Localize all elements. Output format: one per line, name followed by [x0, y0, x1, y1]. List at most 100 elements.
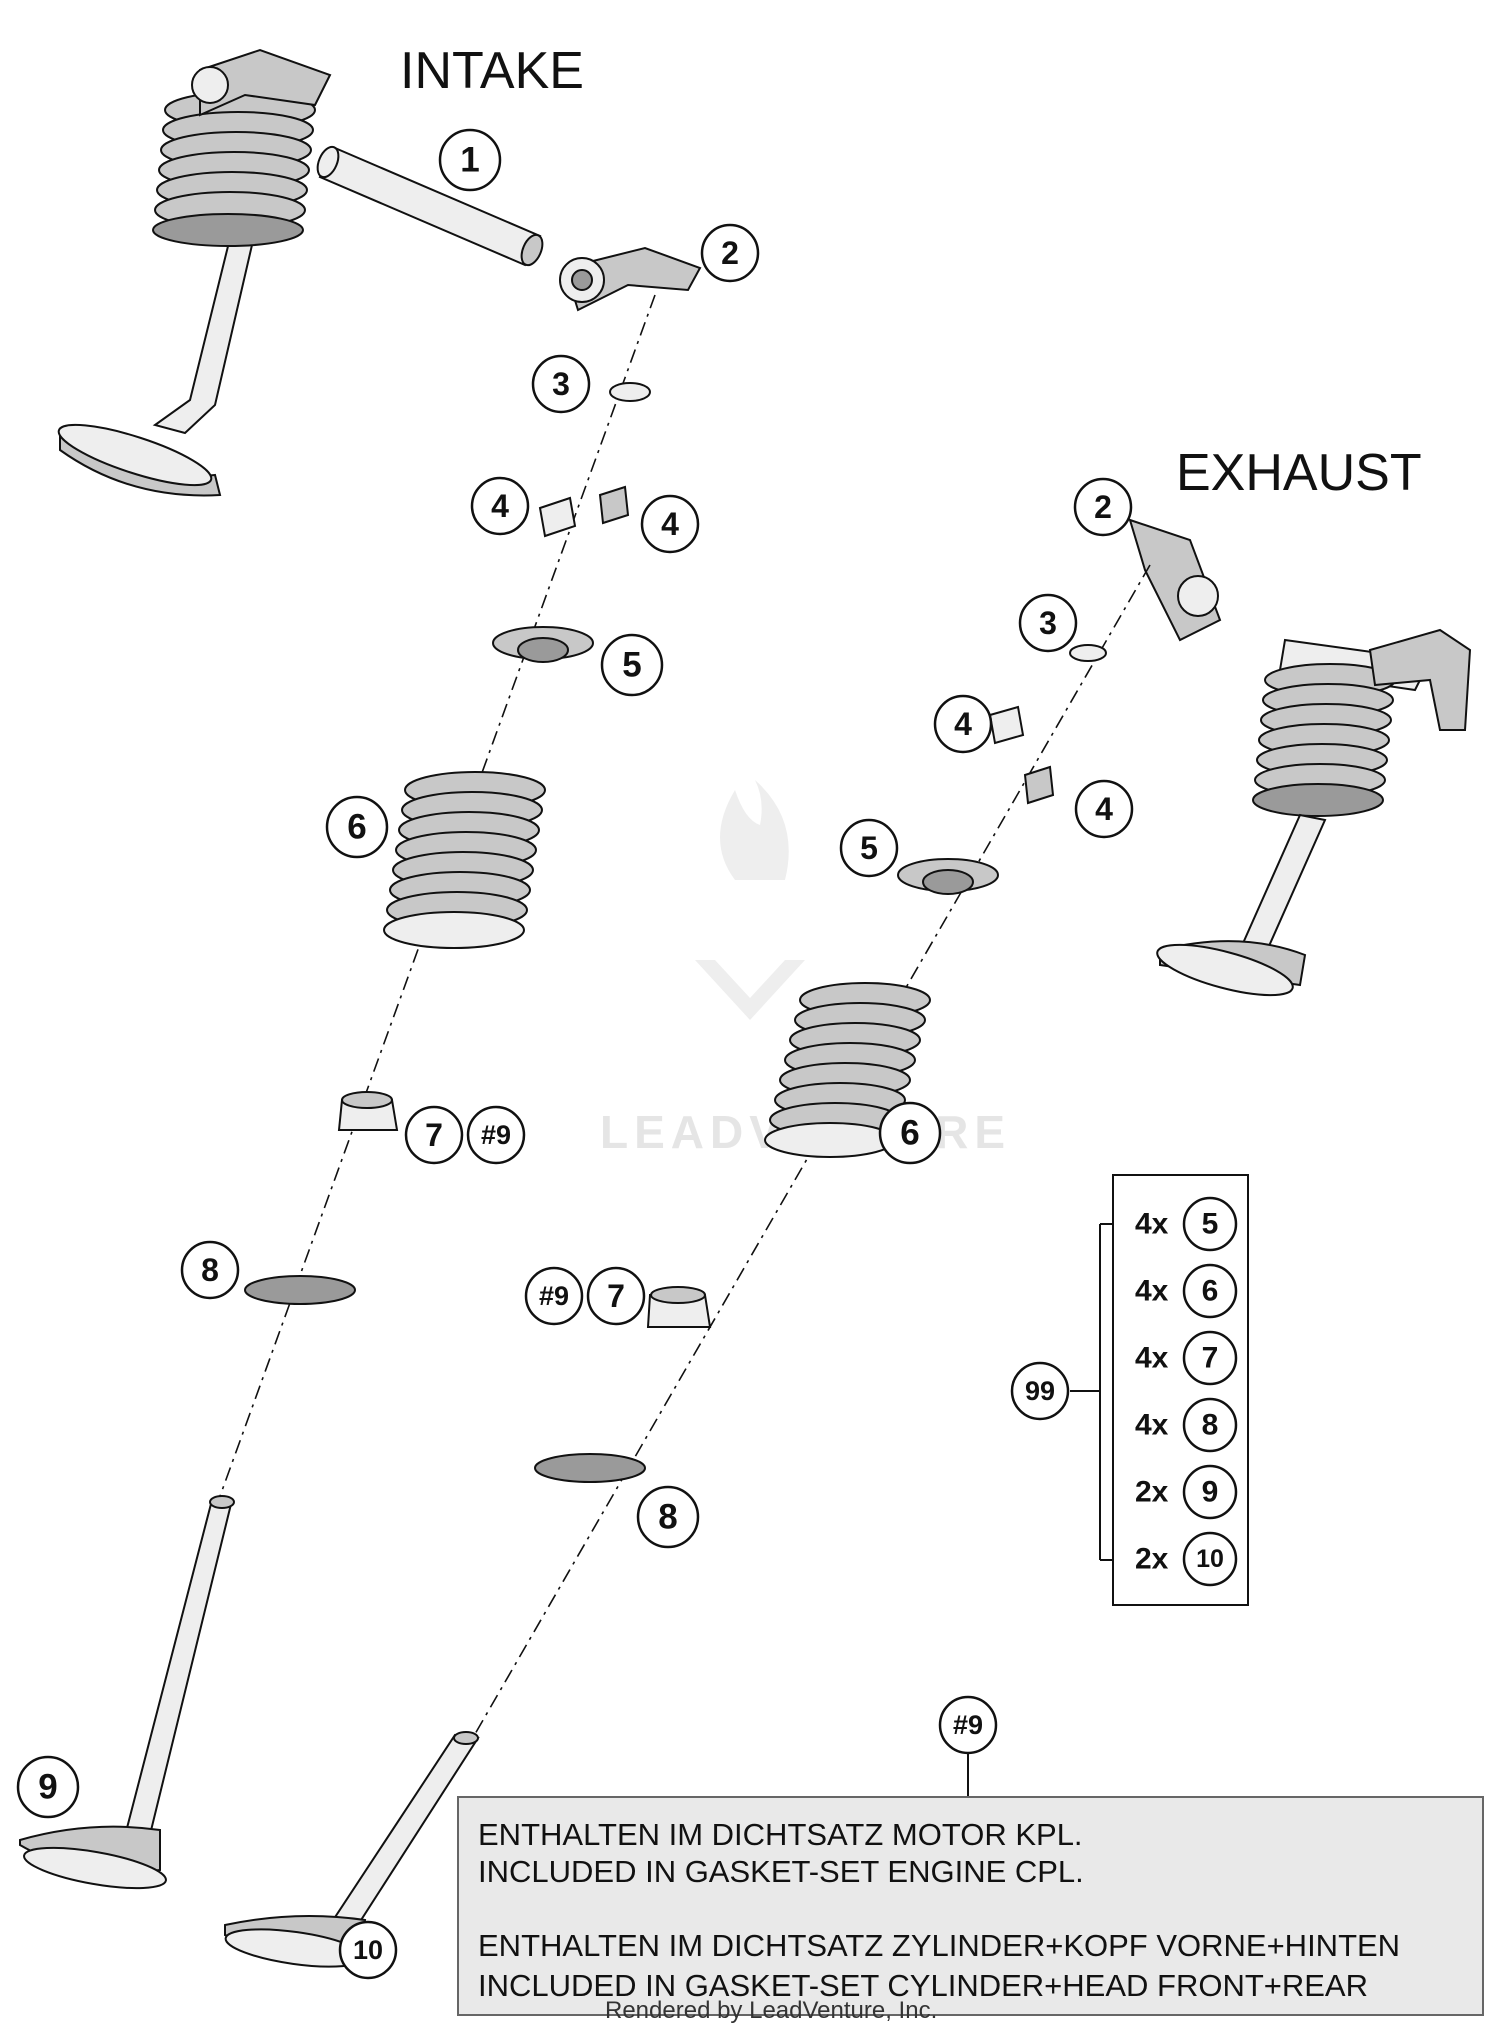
callout-i-8-circle: [180, 1240, 240, 1300]
callout-i-4a-label: 4: [491, 488, 509, 524]
callout-e-5: 5: [839, 818, 899, 878]
callout-i-8-label: 8: [201, 1252, 219, 1288]
callout-e-3-label: 3: [1039, 605, 1057, 641]
callout-i-8: 8: [180, 1240, 240, 1300]
kit-row-qty: 2x: [1135, 1476, 1169, 1509]
callout-i-9ref-label: #9: [481, 1120, 511, 1150]
callout-e-4b: 4: [1074, 779, 1134, 839]
callouts: 1 2 3 4 4 5 6 7 #9 8 9 2 3 4 4 5 6 #9 7 8 10 99 #9: [16, 128, 1134, 1980]
kit-row-part: 8: [1182, 1397, 1238, 1453]
callout-e-3: 3: [1018, 593, 1078, 653]
kit-row-part-circle: [1182, 1263, 1238, 1319]
note-box: [457, 1796, 1484, 2016]
callout-e-6-label: 6: [900, 1114, 919, 1153]
callout-i-2-label: 2: [721, 235, 739, 271]
credit-text: Rendered by LeadVenture, Inc.: [605, 1997, 937, 2023]
callout-i-6: 6: [325, 795, 389, 859]
intake-rocker-shaft: [318, 146, 542, 267]
callout-i-5-label: 5: [622, 646, 641, 685]
callout-e-9ref-circle: [524, 1266, 584, 1326]
callout-i-2-circle: [700, 223, 760, 283]
callout-i-2: 2: [700, 223, 760, 283]
intake-valve-keeper-left: [538, 496, 577, 538]
intake-assembly: [19, 48, 702, 1890]
intake-assembled-spring: [152, 91, 316, 247]
note-line-4: INCLUDED IN GASKET-SET CYLINDER+HEAD FRO…: [478, 1968, 1368, 2003]
callout-e-7-circle: [586, 1266, 646, 1326]
callout-i-9: 9: [16, 1755, 80, 1819]
callout-i-9-label: 9: [38, 1768, 57, 1807]
kit-row-part-circle: [1182, 1196, 1238, 1252]
kit-row-part-label: 5: [1202, 1208, 1219, 1241]
intake-shim: [609, 382, 651, 402]
note-line-3: ENTHALTEN IM DICHTSATZ ZYLINDER+KOPF VOR…: [478, 1928, 1400, 1963]
kit-row-qty: 4x: [1135, 1208, 1169, 1241]
callout-e-6-circle: [878, 1101, 942, 1165]
callout-i-4a: 4: [470, 476, 530, 536]
callout-i-7-circle: [404, 1105, 464, 1165]
exhaust-spring-seat: [534, 1453, 646, 1483]
exhaust-valve-spring: [764, 982, 931, 1158]
intake-title: INTAKE: [400, 42, 584, 100]
callout-i-3-label: 3: [552, 366, 570, 402]
exhaust-assembled-spring: [1252, 663, 1396, 817]
callout-i-6-label: 6: [347, 808, 366, 847]
callout-e-10-label: 10: [353, 1935, 383, 1965]
kit-row-part: 6: [1182, 1263, 1238, 1319]
kit-row-qty: 2x: [1135, 1543, 1169, 1576]
kit-row-qty: 4x: [1135, 1275, 1169, 1308]
kit-row-qty: 4x: [1135, 1409, 1169, 1442]
kit-row-part-circle: [1182, 1464, 1238, 1520]
kit-row-part-circle: [1182, 1531, 1238, 1587]
exhaust-shim: [1069, 644, 1107, 662]
callout-i-5: 5: [600, 633, 664, 697]
callout-e-4a-circle: [933, 694, 993, 754]
intake-assembled-rocker-arm: [199, 48, 332, 117]
callout-e-9ref: #9: [524, 1266, 584, 1326]
callout-e-4a: 4: [933, 694, 993, 754]
kit-row-part-circle: [1182, 1397, 1238, 1453]
callout-i-4b: 4: [640, 494, 700, 554]
callout-i-1-label: 1: [460, 141, 479, 180]
exhaust-valve-keeper-top: [988, 705, 1025, 745]
callout-i-7: 7: [404, 1105, 464, 1165]
kit-row-part: 5: [1182, 1196, 1238, 1252]
callout-e-6: 6: [878, 1101, 942, 1165]
kit-row-part-label: 10: [1196, 1545, 1224, 1573]
callout-note-9-label: #9: [953, 1710, 983, 1740]
callout-i-3-circle: [531, 354, 591, 414]
flame-logo-icon: [720, 780, 789, 880]
callout-e-7-label: 7: [607, 1278, 625, 1314]
callout-e-2-label: 2: [1094, 489, 1112, 525]
callout-e-8: 8: [636, 1485, 700, 1549]
note-line-1: ENTHALTEN IM DICHTSATZ MOTOR KPL.: [478, 1817, 1083, 1852]
callout-i-9ref: #9: [466, 1105, 526, 1165]
callout-e-2-circle: [1073, 477, 1133, 537]
callout-i-4b-label: 4: [661, 506, 679, 542]
callout-e-4b-label: 4: [1095, 791, 1113, 827]
callout-e-7: 7: [586, 1266, 646, 1326]
callout-e-8-circle: [636, 1485, 700, 1549]
intake-assembled-valve: [57, 48, 332, 497]
callout-e-5-label: 5: [860, 830, 878, 866]
callout-e-8-label: 8: [658, 1498, 677, 1537]
callout-i-5-circle: [600, 633, 664, 697]
intake-spring-seat: [244, 1275, 356, 1305]
callout-i-1-circle: [438, 128, 502, 192]
exhaust-axis: [459, 564, 1151, 1761]
kit-row-part: 9: [1182, 1464, 1238, 1520]
callout-note-9: #9: [938, 1695, 998, 1755]
kit-row-part: 10: [1182, 1531, 1238, 1587]
callout-e-3-circle: [1018, 593, 1078, 653]
callout-i-4a-circle: [470, 476, 530, 536]
callout-kit-99-label: 99: [1025, 1376, 1055, 1406]
kit-box: [1112, 1174, 1249, 1606]
callout-e-5-circle: [839, 818, 899, 878]
note-line-2: INCLUDED IN GASKET-SET ENGINE CPL.: [478, 1854, 1084, 1889]
callout-i-9ref-circle: [466, 1105, 526, 1165]
callout-kit-99-circle: [1010, 1361, 1070, 1421]
callout-i-9-circle: [16, 1755, 80, 1819]
